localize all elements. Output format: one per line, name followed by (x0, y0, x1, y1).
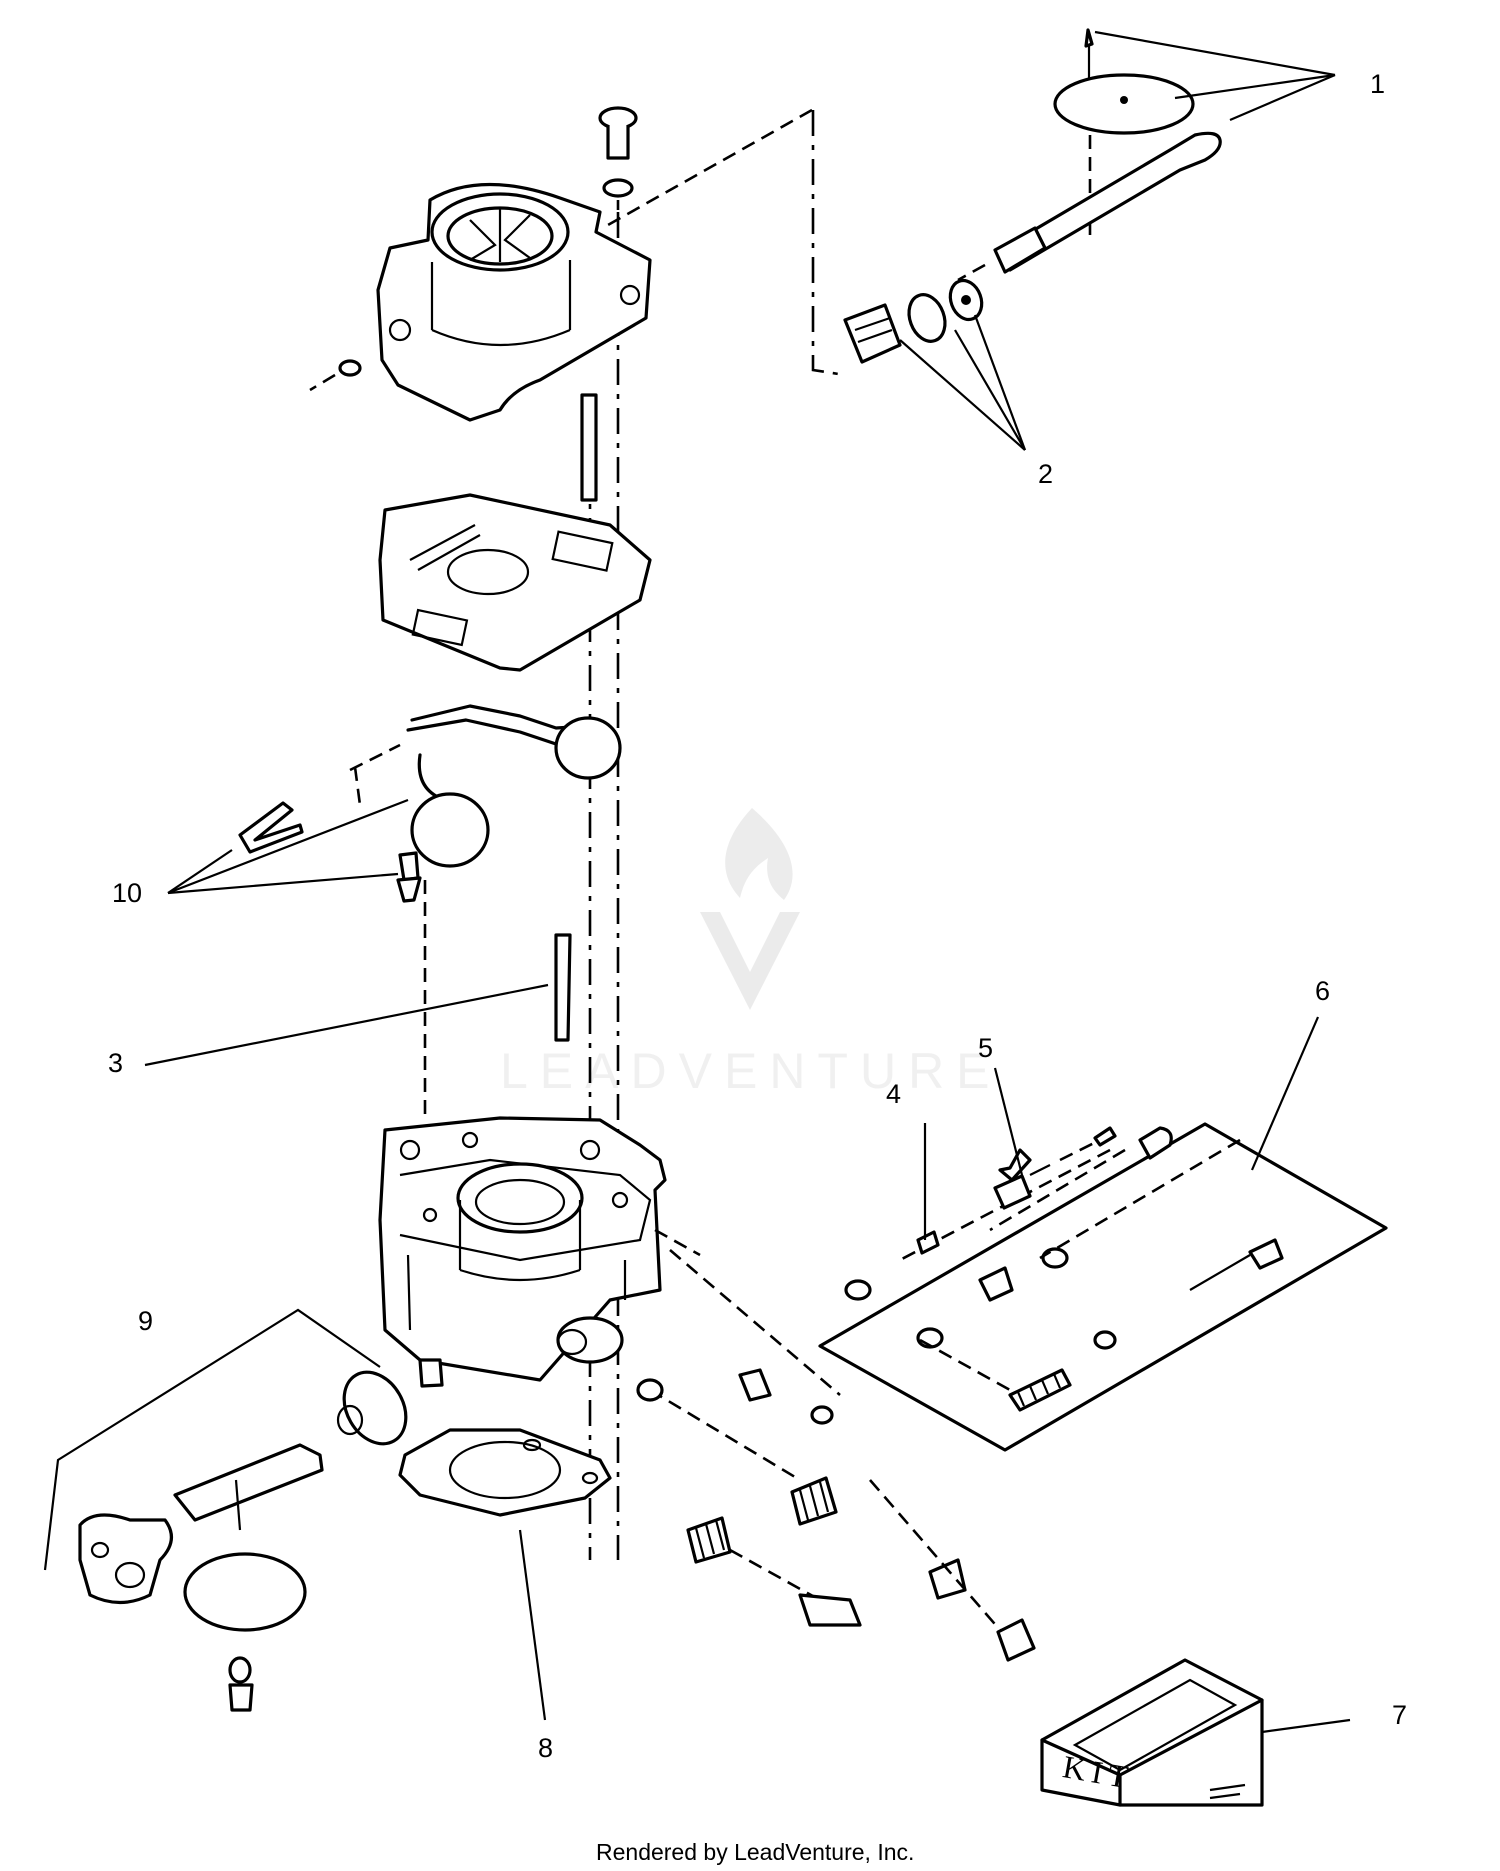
callout-3: 3 (108, 1048, 123, 1078)
overhaul-kit-box: KIT (1040, 1658, 1264, 1807)
callout-2: 2 (1038, 459, 1053, 489)
adjusting-springs-screws (636, 1368, 1036, 1662)
float-pin (580, 393, 598, 502)
idle-screw-parts (916, 1126, 1117, 1255)
callout-leaders (43, 30, 1351, 1734)
watermark-logo: LEADVENTURE (500, 808, 1002, 1099)
carburetor-top-cover (309, 182, 652, 422)
carburetor-body (378, 1116, 701, 1388)
bowl-gasket (378, 493, 652, 672)
float-assembly (238, 704, 622, 903)
throttle-shaft-assembly (957, 28, 1222, 282)
callout-7: 7 (1392, 1700, 1407, 1730)
callout-9: 9 (138, 1306, 153, 1336)
callout-10: 10 (112, 878, 142, 908)
main-nozzle-tube (554, 933, 572, 1042)
shaft-seal-set (843, 278, 984, 364)
adjust-screw-kit (818, 1122, 1388, 1452)
callout-1: 1 (1370, 69, 1385, 99)
assembly-centerlines (353, 108, 846, 1560)
callout-6: 6 (1315, 976, 1330, 1006)
callout-labels: 1 2 3 4 5 6 7 8 9 10 (108, 69, 1407, 1763)
choke-shaft-assembly (78, 1370, 408, 1712)
watermark-text: LEADVENTURE (500, 1043, 1002, 1099)
callout-4: 4 (886, 1079, 901, 1109)
callout-5: 5 (978, 1033, 993, 1063)
flange-gasket (398, 1428, 612, 1517)
cover-screw (598, 106, 638, 210)
render-credit: Rendered by LeadVenture, Inc. (596, 1839, 914, 1865)
callout-8: 8 (538, 1733, 553, 1763)
